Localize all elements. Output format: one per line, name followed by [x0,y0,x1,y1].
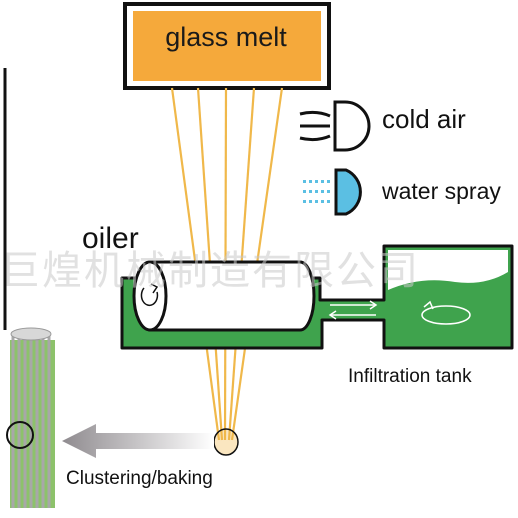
oiler-roller [132,260,316,332]
water-spray-icon [303,168,362,216]
cold-air-icon [299,100,371,152]
oiler-label: oiler [82,222,139,255]
watermark-text: 巨煌机械制造有限公司 [0,249,420,293]
fiber-bundle [6,327,55,508]
glass-melt-box [123,2,331,90]
fiber-collection-point [213,428,239,456]
infiltration-tank-label: Infiltration tank [348,366,472,387]
cold-air-label: cold air [382,104,466,134]
flow-arrows [328,300,378,320]
clustering-label: Clustering/baking [66,468,213,489]
water-spray-label: water spray [382,178,501,204]
clustering-arrow [62,424,214,458]
glass-melt-label: glass melt [165,22,287,52]
infiltration-tank [388,250,508,344]
